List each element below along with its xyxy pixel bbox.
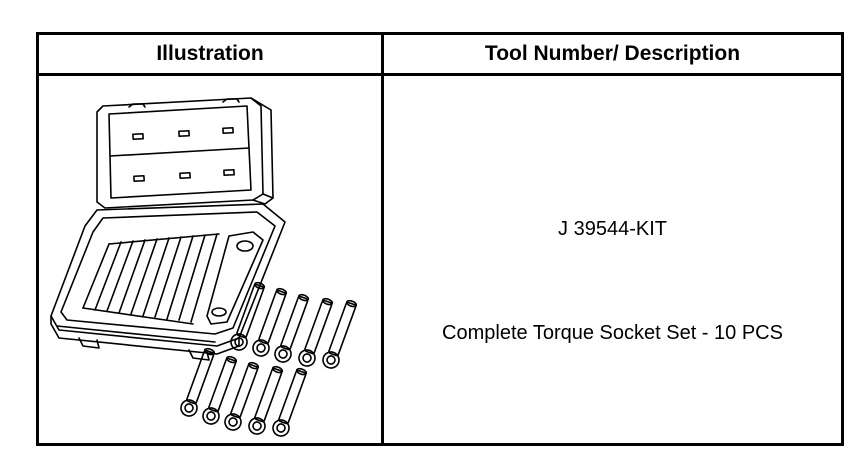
column-divider: [381, 35, 384, 443]
torque-socket-set-illustration: [50, 97, 358, 437]
illustration-cell: [39, 76, 381, 443]
tool-table: Illustration Tool Number/ Description: [36, 32, 844, 446]
header-row: Illustration Tool Number/ Description: [39, 35, 841, 76]
sockets-lower-row: [180, 347, 308, 437]
case-lid: [96, 97, 274, 209]
tool-description-cell: J 39544-KIT Complete Torque Socket Set -…: [384, 76, 841, 443]
case-base: [50, 203, 286, 361]
sockets-upper-row: [230, 281, 358, 369]
header-illustration: Illustration: [156, 42, 264, 65]
tool-number: J 39544-KIT: [558, 218, 667, 240]
tool-description: Complete Torque Socket Set - 10 PCS: [442, 322, 783, 344]
header-tool-number-description: Tool Number/ Description: [484, 42, 741, 65]
